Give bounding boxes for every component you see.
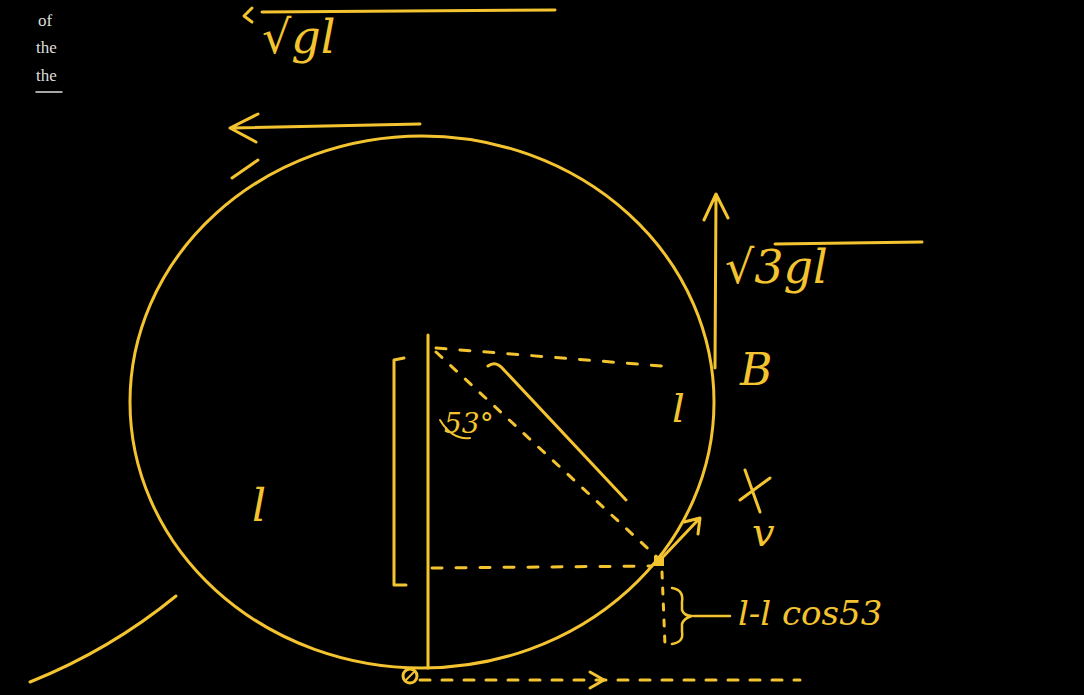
dashed-line: [662, 572, 665, 645]
point-label: B: [740, 348, 772, 392]
brace: [672, 588, 692, 644]
length-label: l: [252, 484, 266, 528]
velocity-label: √3gl: [725, 244, 828, 290]
bob-mark: [405, 671, 415, 681]
bob: [403, 669, 417, 683]
page-text: the: [36, 39, 57, 56]
root-overline: [262, 10, 555, 12]
velocity-arrow: [704, 194, 728, 368]
page-text: the: [36, 67, 57, 84]
stroke-mark: [232, 160, 258, 178]
vertical-line: [427, 335, 430, 668]
velocity-arrow: [662, 518, 700, 558]
page-text: of: [38, 12, 52, 29]
underline: [36, 91, 62, 93]
dashed-line: [420, 679, 800, 682]
leader-line: [694, 615, 730, 618]
bracket: [394, 358, 406, 585]
length-label: l: [672, 388, 685, 428]
vertical-circle: [130, 136, 714, 668]
small-mark: [244, 8, 252, 22]
dashed-line: [432, 566, 652, 568]
velocity-label: √gl: [262, 14, 335, 60]
dimension-line: [488, 364, 626, 500]
arrow-head: [590, 672, 604, 688]
velocity-label: v: [752, 512, 775, 552]
angle-label: 53°: [444, 410, 494, 438]
cross-mark: [740, 470, 770, 512]
height-label: l-l cos53: [738, 596, 882, 630]
dashed-string: [436, 352, 658, 558]
dashed-line: [436, 348, 662, 366]
stroke-mark: [30, 596, 176, 682]
velocity-arrow: [230, 114, 420, 142]
